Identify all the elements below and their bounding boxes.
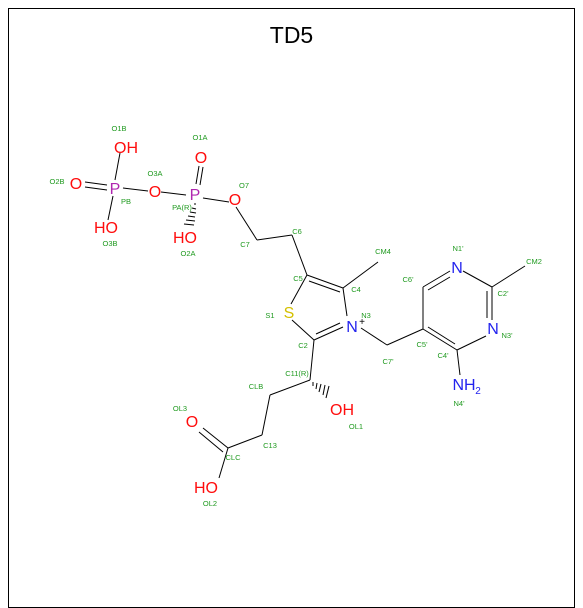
label-n3p: N3' [501,331,513,340]
bond-c5-s1 [290,274,308,305]
bond-c2p-cm2 [491,265,526,288]
label-o2b: O2B [49,177,64,186]
bond-o2b-pb-b [84,186,108,191]
bond-clb-c13 [261,394,271,436]
bond-clc-ol2 [218,447,229,479]
bond-c6p-n1p-b [427,276,451,291]
label-c4: C4 [351,285,361,294]
bond-pa-o2a-hashed [183,203,197,226]
atom-ol2: HO [194,480,218,497]
bond-c4p-n4p [456,349,461,376]
label-c13: C13 [263,441,277,450]
label-c5p: C5' [416,340,428,349]
bond-c11-clb [269,379,311,396]
atom-layer: OH O P O P O O HO HO S N + N N NH 2 OH O… [70,140,499,497]
bond-c4-cm4 [342,261,379,289]
atom-o3a: O [149,184,161,201]
bond-pb-o3b [107,195,114,221]
bond-n1p-c2p [462,270,493,288]
bond-c6p-n1p-a [422,270,451,288]
bond-o3a-pa [160,191,187,196]
label-clc: CLC [225,453,241,462]
atom-n3p: N [487,321,499,338]
atom-n3-charge: + [359,317,365,328]
bond-c5-c4-b [308,280,341,293]
atom-n3: N [346,319,358,336]
bond-n3p-c4p [456,335,487,351]
bond-c7-c6 [256,234,293,241]
bond-s1-c2 [291,319,315,341]
bond-pa-o1a-a [195,165,200,185]
label-o7: O7 [239,181,249,190]
label-c7: C7 [240,240,250,249]
label-c4p: C4' [437,351,449,360]
bond-o7-c7 [235,206,258,241]
atom-s1: S [284,305,295,322]
bond-pa-o1a-b [199,166,204,186]
label-ol2: OL2 [203,499,217,508]
atom-ol3: O [186,414,198,431]
label-n4p: N4' [453,399,465,408]
label-ol3: OL3 [173,404,187,413]
label-o2a: O2A [180,249,195,258]
atom-o7: O [229,192,241,209]
bond-c2-c11 [309,339,315,381]
bond-c11-ol1-hashed [312,382,330,399]
atom-o1a: O [195,150,207,167]
label-s1: S1 [265,311,274,320]
atom-name-layer: O1B O1A O3A O7 O2B PB PA(R) O3B O2A C7 C… [49,124,541,508]
label-o1b: O1B [111,124,126,133]
label-n1p: N1' [452,244,464,253]
atom-o1b: OH [114,140,138,157]
atom-pa: P [190,187,201,204]
atom-n4p-subscript: 2 [475,386,481,397]
atom-o3b: HO [94,220,118,237]
atom-pb: P [110,181,121,198]
label-pb: PB [121,197,131,206]
atom-o2b: O [70,176,82,193]
label-c5: C5 [293,274,303,283]
bond-c6-c5 [291,234,308,276]
label-c6p: C6' [402,275,414,284]
label-ol1: OL1 [349,422,363,431]
atom-ol1: OH [330,402,354,419]
bond-pa-o7 [202,197,230,203]
figure-frame [8,8,575,608]
bond-c13-clc [227,434,263,449]
label-clb: CLB [249,382,264,391]
bond-c7p-c5p [386,328,424,346]
bond-c5-c4-a [306,274,344,289]
label-c11: C11(R) [285,369,309,378]
bond-n3-c7p [360,327,388,346]
label-o3a: O3A [147,169,162,178]
label-n3: N3 [361,311,371,320]
label-pa: PA(R) [172,203,192,212]
bond-clc-ol3-a [202,427,229,449]
atom-o2a: HO [173,230,197,247]
bond-c4p-c5p-b [427,326,456,345]
label-cm4: CM4 [375,247,391,256]
atom-n4p: NH [452,377,475,394]
label-o3b: O3B [102,239,117,248]
atom-n1p: N [451,260,463,277]
bond-c4p-c5p-a [422,328,458,351]
label-c2: C2 [298,341,308,350]
label-cm2: CM2 [526,257,542,266]
bond-c2-n3-a [313,326,344,341]
bond-layer [84,152,526,479]
label-o1a: O1A [192,133,207,142]
bond-pb-o1b [114,152,121,181]
bond-c4-n3 [342,287,348,317]
label-c7p: C7' [382,357,394,366]
bond-c2-n3-b [315,322,341,335]
structure-diagram: OH O P O P O O HO HO S N + N N NH 2 OH O… [49,124,541,508]
bond-pb-o3a [122,187,149,192]
molecule-title: TD5 [269,22,314,48]
bond-clc-ol3-b [198,431,224,453]
label-c2p: C2' [497,289,509,298]
bond-o2b-pb-a [84,181,108,186]
label-c6: C6 [292,227,302,236]
